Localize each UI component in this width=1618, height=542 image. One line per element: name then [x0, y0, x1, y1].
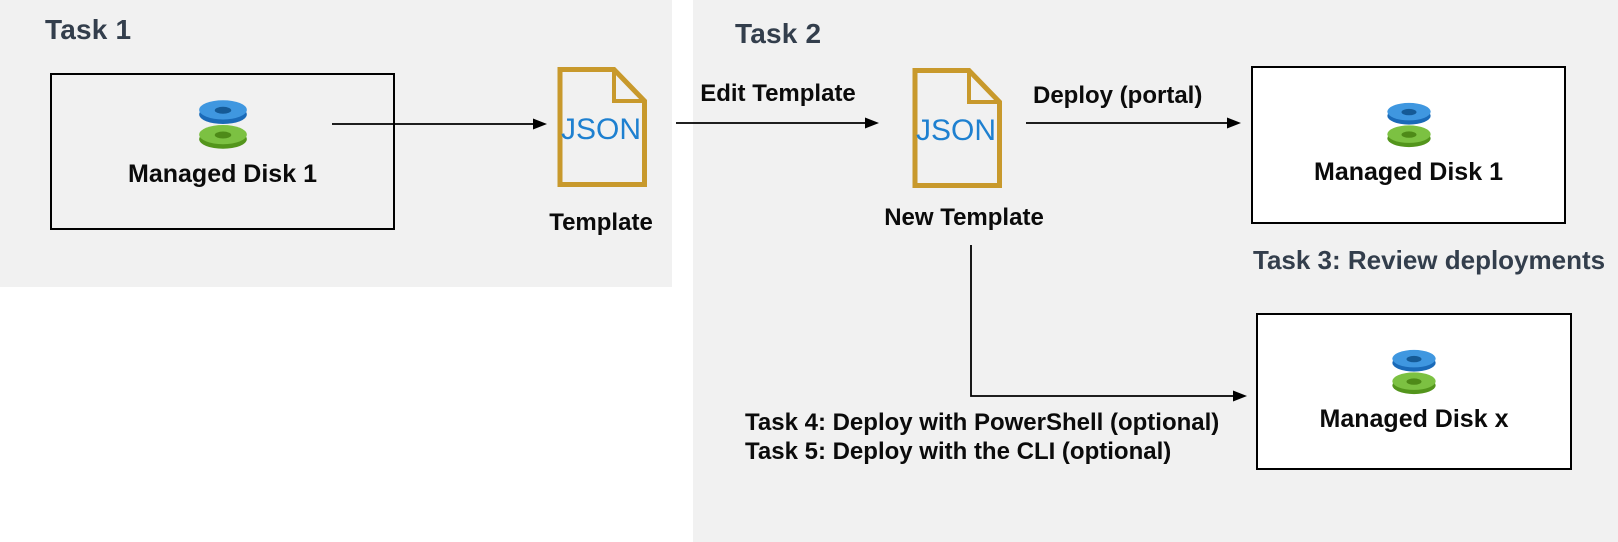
managed-disk-source-box: Managed Disk 1 [50, 73, 395, 230]
managed-disk-icon [1392, 349, 1436, 395]
managed-disk-source-label: Managed Disk 1 [128, 160, 317, 188]
task1-title: Task 1 [45, 14, 132, 45]
json-doc-text: JSON [916, 114, 996, 147]
task2-title: Task 2 [735, 18, 822, 49]
managed-disk-icon [1386, 102, 1431, 148]
managed-disk-deployed-box: Managed Disk 1 [1251, 66, 1566, 224]
template-label: Template [549, 209, 653, 236]
json-doc-text: JSON [561, 113, 641, 146]
json-document-icon: JSON [557, 67, 647, 187]
managed-disk-x-box: Managed Disk x [1256, 313, 1572, 470]
new-template-label: New Template [884, 204, 1044, 231]
deploy-portal-edge-label: Deploy (portal) [1033, 82, 1203, 109]
json-document-icon: JSON [912, 68, 1002, 188]
managed-disk-deployed-label: Managed Disk 1 [1314, 158, 1503, 186]
managed-disk-x-label: Managed Disk x [1319, 405, 1509, 433]
task5-annotation: Task 5: Deploy with the CLI (optional) [745, 438, 1172, 465]
task4-annotation: Task 4: Deploy with PowerShell (optional… [745, 409, 1220, 436]
edit-template-edge-label: Edit Template [700, 80, 856, 107]
task3-annotation: Task 3: Review deployments [1253, 245, 1606, 275]
task45-annotations: Task 4: Deploy with PowerShell (optional… [745, 408, 1219, 466]
managed-disk-icon [198, 100, 247, 149]
